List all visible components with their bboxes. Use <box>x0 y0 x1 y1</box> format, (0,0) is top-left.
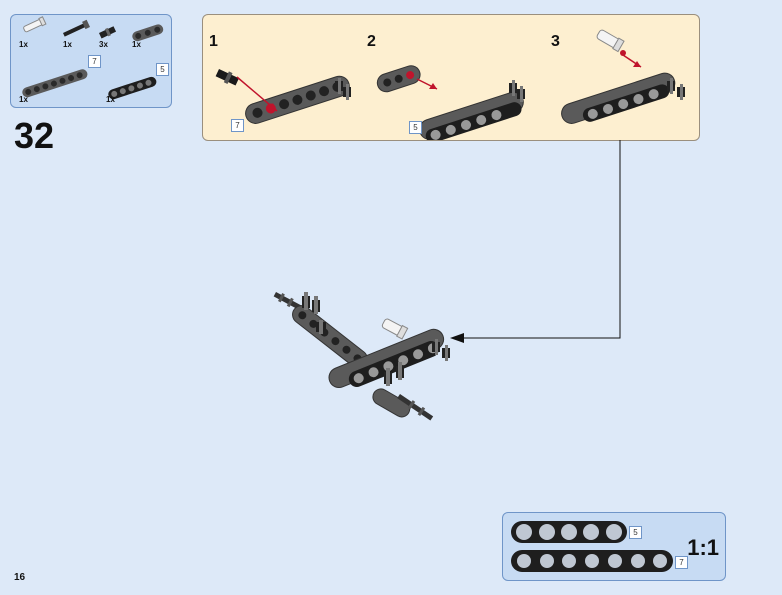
substep-2-model <box>376 65 525 140</box>
connector-arrowhead <box>450 333 464 343</box>
beam-5-part <box>108 76 157 100</box>
substep-number: 3 <box>551 33 560 50</box>
scale-beam-5 <box>511 521 627 543</box>
part-qty: 1x <box>106 95 115 104</box>
substep-1-model <box>215 69 351 124</box>
connector-line <box>458 140 621 339</box>
length-badge: 5 <box>409 121 422 134</box>
step-number: 32 <box>14 115 55 156</box>
beam-3-part <box>132 24 164 42</box>
length-badge: 5 <box>629 526 642 539</box>
page-number: 16 <box>14 572 26 583</box>
scale-reference-box: 5 7 1:1 <box>502 512 726 581</box>
axle-part <box>63 19 91 37</box>
substep-callout: 1 7 2 5 3 <box>202 14 700 141</box>
length-badge: 5 <box>156 63 169 76</box>
beam-7-part <box>22 69 88 98</box>
axle-pin-part <box>23 16 47 33</box>
parts-list-box: 1x 1x 3x 1x 1x 7 1x 5 <box>10 14 172 108</box>
substep-3-model <box>561 29 685 124</box>
part-qty: 1x <box>19 95 28 104</box>
part-qty: 1x <box>19 40 28 49</box>
length-badge: 7 <box>231 119 244 132</box>
substep-illustrations <box>215 29 685 140</box>
scale-label: 1:1 <box>687 535 719 560</box>
part-qty: 3x <box>99 40 108 49</box>
substep-number: 2 <box>367 33 376 50</box>
parts-illustrations <box>22 16 164 100</box>
length-badge: 7 <box>675 556 688 569</box>
part-qty: 1x <box>63 40 72 49</box>
scale-beams <box>511 521 673 572</box>
substep-number: 1 <box>209 33 218 50</box>
friction-pin-part <box>99 26 117 39</box>
length-badge: 7 <box>88 55 101 68</box>
part-qty: 1x <box>132 40 141 49</box>
scale-beam-7 <box>511 550 673 572</box>
main-model <box>273 292 450 421</box>
